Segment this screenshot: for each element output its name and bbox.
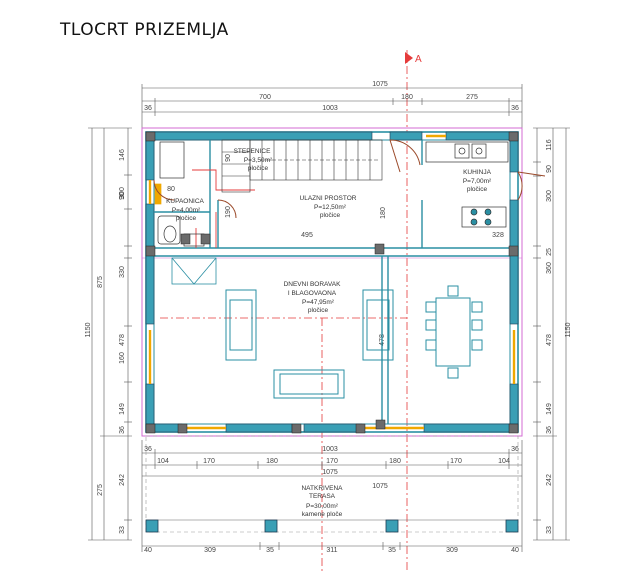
dim-top-36-left: 36 bbox=[144, 105, 152, 112]
room-terasa-name: NATKRIVENA bbox=[301, 485, 343, 492]
room-dnevni-area: P=47,95m² bbox=[302, 299, 335, 306]
dim-right-242: 242 bbox=[546, 474, 553, 486]
room-kuhinja-area: P=7,00m² bbox=[463, 178, 492, 185]
dim-left-146: 146 bbox=[119, 149, 126, 161]
fireplace bbox=[171, 257, 217, 285]
dim-inner-495: 495 bbox=[301, 232, 313, 239]
dim-right-25: 25 bbox=[546, 248, 553, 256]
dim-left-478: 478 bbox=[119, 334, 126, 346]
room-kuhinja-finish: pločice bbox=[467, 186, 488, 193]
dim-left-242: 242 bbox=[119, 474, 126, 486]
interior-walls bbox=[154, 140, 510, 424]
dim-bottom-40-left: 40 bbox=[144, 547, 152, 554]
dim-bottom-40-right: 40 bbox=[511, 547, 519, 554]
dim-right-33: 33 bbox=[546, 526, 553, 534]
dim-left-33: 33 bbox=[119, 526, 126, 534]
dim-right-478: 478 bbox=[546, 334, 553, 346]
dim-right-116: 116 bbox=[546, 139, 553, 150]
dim-inner-180: 180 bbox=[380, 207, 387, 219]
dim-right-36: 36 bbox=[546, 426, 553, 434]
dim-bottom-104-right: 104 bbox=[498, 458, 510, 465]
dim-bottom-104-left: 104 bbox=[157, 458, 169, 465]
dim-top-180: 180 bbox=[401, 94, 413, 101]
dim-bottom-311: 311 bbox=[326, 547, 337, 554]
dim-bottom-180-a: 180 bbox=[266, 458, 278, 465]
dim-inner-328: 328 bbox=[492, 232, 504, 239]
dim-right-1150: 1150 bbox=[565, 322, 572, 337]
room-dnevni-name2: I BLAGOVAONA bbox=[288, 290, 337, 297]
dim-right-360: 360 bbox=[546, 262, 553, 274]
dim-top-275: 275 bbox=[466, 94, 478, 101]
dim-bottom-180-b: 180 bbox=[389, 458, 401, 465]
room-ulazni-name: ULAZNI PROSTOR bbox=[300, 195, 357, 202]
dim-terrace-1075: 1075 bbox=[372, 483, 388, 490]
room-terasa-finish: kamene ploče bbox=[302, 511, 343, 518]
dim-inner-90: 90 bbox=[225, 154, 232, 162]
room-dnevni-name: DNEVNI BORAVAK bbox=[284, 281, 341, 288]
room-ulazni-area: P=12,50m² bbox=[314, 204, 347, 211]
dim-left-875: 875 bbox=[97, 276, 104, 288]
plan-title: TLOCRT PRIZEMLJA bbox=[60, 20, 229, 40]
living-furniture bbox=[225, 285, 483, 399]
room-kupaonica-name: KUPAONICA bbox=[166, 198, 204, 205]
dim-left-300: 300 bbox=[119, 187, 126, 199]
dim-bottom-35-left: 35 bbox=[266, 547, 274, 554]
room-kupaonica-finish: pločice bbox=[176, 215, 197, 222]
dim-bottom-35-right: 35 bbox=[388, 547, 396, 554]
dim-left-1150: 1150 bbox=[85, 322, 92, 337]
dim-bottom-309-left: 309 bbox=[204, 547, 216, 554]
columns bbox=[145, 131, 519, 434]
room-stepenice-area: P=3,50m² bbox=[244, 157, 273, 164]
room-terasa-name2: TERASA bbox=[309, 493, 336, 500]
dim-top-700: 700 bbox=[259, 94, 271, 101]
dim-bottom-170-a: 170 bbox=[203, 458, 215, 465]
dim-bottom-309-right: 309 bbox=[446, 547, 458, 554]
dim-bottom-36-right: 36 bbox=[511, 446, 519, 453]
room-terasa-area: P=30,00m² bbox=[306, 503, 339, 510]
dim-left-149: 149 bbox=[119, 403, 126, 415]
dim-right-149: 149 bbox=[546, 403, 553, 415]
room-kuhinja-name: KUHINJA bbox=[463, 169, 491, 176]
room-stepenice-finish: pločice bbox=[248, 165, 269, 172]
doors bbox=[153, 139, 546, 219]
dim-bottom-170-b: 170 bbox=[326, 458, 338, 465]
dim-left-330: 330 bbox=[119, 266, 126, 278]
section-marker: A bbox=[415, 54, 422, 65]
dim-right-90: 90 bbox=[546, 165, 553, 173]
staircase bbox=[221, 139, 383, 193]
room-stepenice-name: STEPENICE bbox=[234, 148, 272, 155]
windows bbox=[148, 134, 516, 430]
dim-left-36: 36 bbox=[119, 426, 126, 434]
kitchen-units bbox=[425, 141, 509, 228]
dim-top-36-right: 36 bbox=[511, 105, 519, 112]
room-dnevni-finish: pločice bbox=[308, 307, 329, 314]
terrace bbox=[145, 435, 519, 533]
dim-inner-80: 80 bbox=[167, 186, 175, 193]
room-ulazni-finish: pločice bbox=[320, 212, 341, 219]
dim-left-90: 90 bbox=[119, 192, 126, 200]
dim-inner-190: 190 bbox=[225, 206, 232, 218]
dim-top-total: 1075 bbox=[372, 81, 388, 88]
dim-left-160: 160 bbox=[119, 352, 126, 364]
room-kupaonica-area: P=4,00m² bbox=[172, 207, 201, 214]
dim-bottom-36-left: 36 bbox=[144, 446, 152, 453]
dim-bottom-1003: 1003 bbox=[322, 446, 338, 453]
dim-right-300: 300 bbox=[546, 190, 553, 202]
dim-top-1003: 1003 bbox=[322, 105, 338, 112]
dim-bottom-170-c: 170 bbox=[450, 458, 462, 465]
dim-left-275: 275 bbox=[97, 484, 104, 496]
dim-bottom-1075: 1075 bbox=[322, 469, 338, 476]
bathroom-fixtures bbox=[154, 141, 205, 247]
